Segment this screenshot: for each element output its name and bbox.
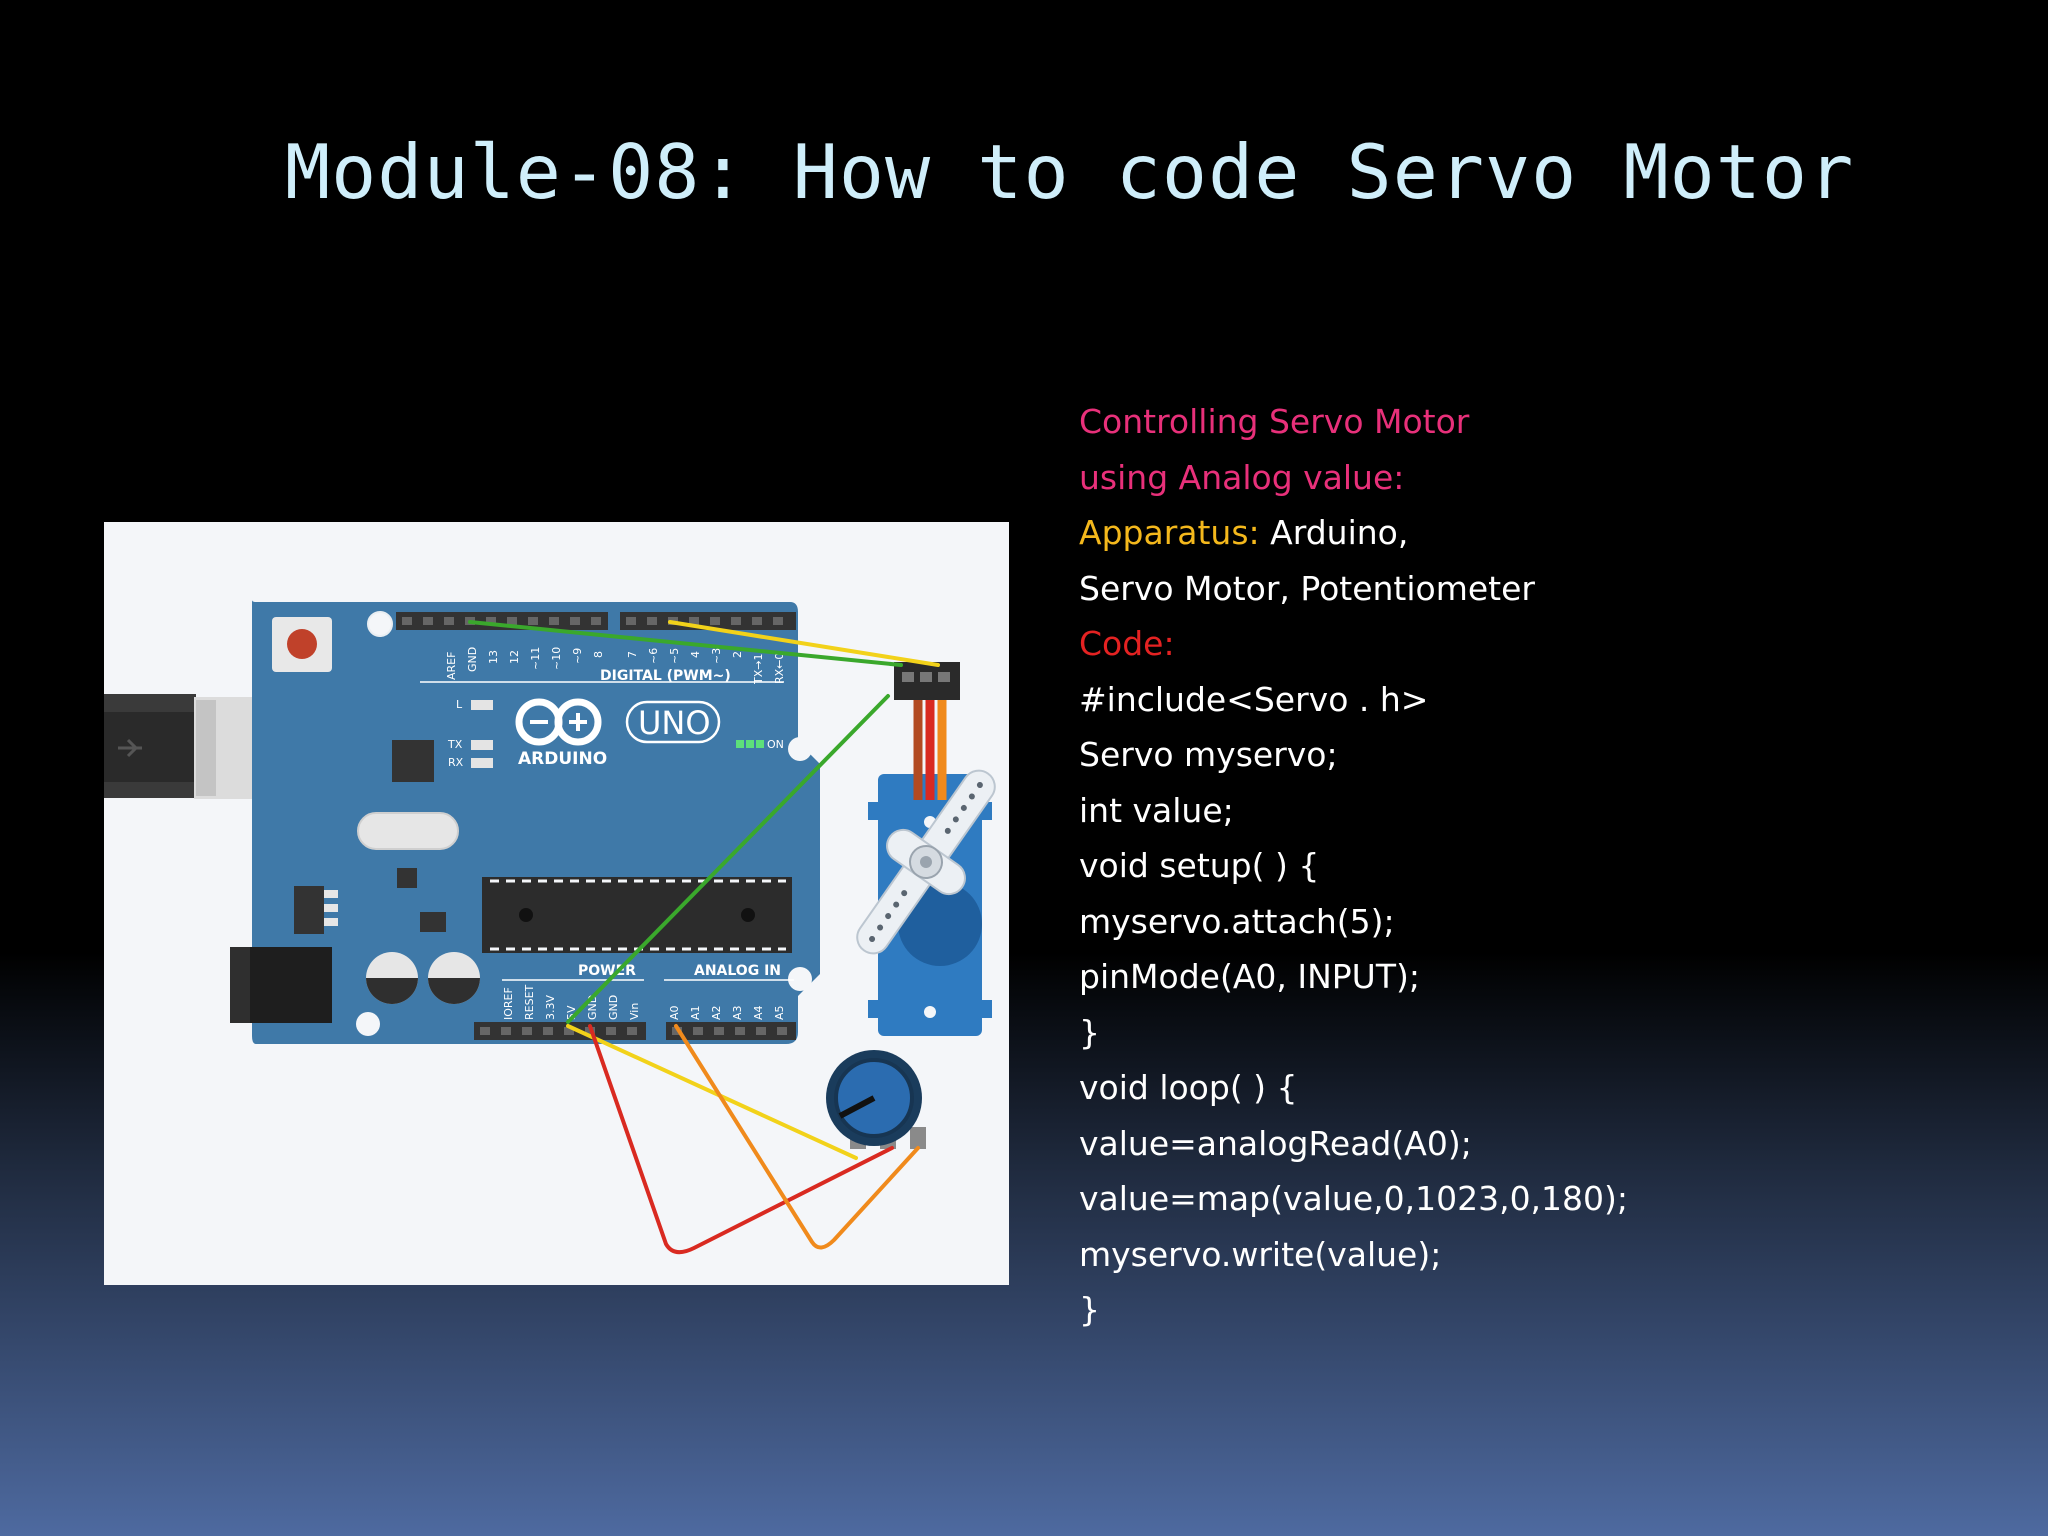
analog-header bbox=[666, 1022, 796, 1040]
led bbox=[471, 700, 493, 710]
mounting-hole bbox=[356, 1012, 380, 1036]
pin-label: A5 bbox=[773, 1005, 786, 1020]
pin-label: 13 bbox=[487, 650, 500, 664]
pin-label: RESET bbox=[523, 984, 536, 1020]
apparatus-label: Apparatus: bbox=[1079, 513, 1260, 552]
servo-horn bbox=[856, 769, 996, 955]
pin-label: A0 bbox=[668, 1005, 681, 1020]
voltage-regulator bbox=[294, 886, 324, 934]
led bbox=[471, 758, 493, 768]
pin-label: A3 bbox=[731, 1005, 744, 1020]
on-label: ON bbox=[767, 738, 784, 751]
circuit-diagram: AREF GND 13 12 ~11 ~10 ~9 8 7 ~6 ~5 4 ~3… bbox=[104, 522, 1009, 1285]
mounting-hole bbox=[367, 611, 393, 637]
arduino-logo-text: ARDUINO bbox=[518, 749, 607, 769]
pin-label: 4 bbox=[689, 651, 702, 658]
wire-yellow bbox=[668, 620, 940, 667]
pin-label: A4 bbox=[752, 1005, 765, 1020]
led bbox=[471, 740, 493, 750]
wire-yellow bbox=[566, 1024, 858, 1160]
pin-label: ~10 bbox=[550, 647, 563, 670]
mounting-hole bbox=[788, 737, 812, 761]
content-panel: Controlling Servo Motor using Analog val… bbox=[1079, 394, 1979, 1338]
usb-chip bbox=[392, 740, 434, 782]
pin-label: 2 bbox=[731, 651, 744, 658]
pin-label: IOREF bbox=[502, 987, 515, 1020]
pin-label: 12 bbox=[508, 650, 521, 664]
code-line: myservo.attach(5); bbox=[1079, 901, 1395, 941]
wire-green bbox=[468, 620, 903, 667]
digital-header-right bbox=[620, 612, 796, 630]
crystal bbox=[357, 812, 459, 850]
led-label: RX bbox=[448, 756, 464, 769]
code-line: value=map(value,0,1023,0,180); bbox=[1079, 1179, 1629, 1218]
pin-label: A1 bbox=[689, 1005, 702, 1020]
arduino-servo-circuit-illustration: AREF GND 13 12 ~11 ~10 ~9 8 7 ~6 ~5 4 ~3… bbox=[104, 600, 996, 1255]
pin-label: Vin bbox=[628, 1003, 641, 1020]
code-line: pinMode(A0, INPUT); bbox=[1079, 957, 1420, 996]
wire-green bbox=[566, 694, 890, 1024]
usb-icon bbox=[118, 738, 142, 758]
pin-label: 8 bbox=[592, 651, 605, 658]
code-line: Servo myservo; bbox=[1079, 735, 1338, 774]
pin-label: 7 bbox=[626, 651, 639, 658]
pin-label: AREF bbox=[445, 652, 458, 680]
heading-line: using Analog value: bbox=[1079, 457, 1405, 497]
code-label: Code: bbox=[1079, 624, 1175, 663]
code-line: } bbox=[1079, 1290, 1100, 1329]
wire-red bbox=[588, 1024, 894, 1255]
pin-label: ~11 bbox=[529, 647, 542, 670]
led-label: TX bbox=[447, 738, 463, 751]
microcontroller-chip bbox=[482, 877, 792, 953]
code-line: value=analogRead(A0); bbox=[1079, 1123, 1472, 1163]
arduino-logo bbox=[515, 698, 602, 746]
pin-label: GND bbox=[607, 995, 620, 1020]
mounting-hole bbox=[788, 967, 812, 991]
pin-label: ~6 bbox=[647, 648, 660, 664]
code-line: myservo.write(value); bbox=[1079, 1234, 1442, 1274]
analog-label: ANALOG IN bbox=[694, 963, 781, 979]
digital-header-left bbox=[396, 612, 608, 630]
power-label: POWER bbox=[578, 963, 636, 979]
apparatus-line: Apparatus: Arduino, bbox=[1079, 505, 1979, 561]
digital-header-label: DIGITAL (PWM~) bbox=[600, 668, 731, 684]
led-label: L bbox=[456, 698, 463, 711]
slide-title: Module-08: How to code Servo Motor bbox=[285, 128, 1855, 216]
uno-badge-text: UNO bbox=[638, 704, 711, 742]
pin-label: RX←0 bbox=[773, 653, 786, 684]
apparatus-line: Servo Motor, Potentiometer bbox=[1079, 568, 1535, 608]
pin-label: GND bbox=[466, 647, 479, 672]
code-line: int value; bbox=[1079, 790, 1234, 830]
pin-label: A2 bbox=[710, 1005, 723, 1020]
wire-orange bbox=[674, 1024, 920, 1250]
pin-label: ~3 bbox=[710, 648, 723, 664]
pin-label: TX→1 bbox=[752, 654, 765, 685]
apparatus-value: Arduino, bbox=[1259, 513, 1409, 552]
pin-label: ~5 bbox=[668, 648, 681, 664]
code-line: void setup( ) { bbox=[1079, 846, 1320, 885]
code-line: } bbox=[1079, 1012, 1100, 1052]
heading-line: Controlling Servo Motor bbox=[1079, 402, 1470, 441]
wires bbox=[468, 620, 940, 1255]
pin-label: 3.3V bbox=[544, 995, 557, 1020]
power-header bbox=[474, 1022, 646, 1040]
code-line: void loop( ) { bbox=[1079, 1068, 1298, 1107]
potentiometer bbox=[826, 1050, 926, 1149]
code-line: #include<Servo . h> bbox=[1079, 679, 1429, 719]
uno-badge bbox=[625, 700, 721, 744]
pin-label: ~9 bbox=[571, 648, 584, 664]
